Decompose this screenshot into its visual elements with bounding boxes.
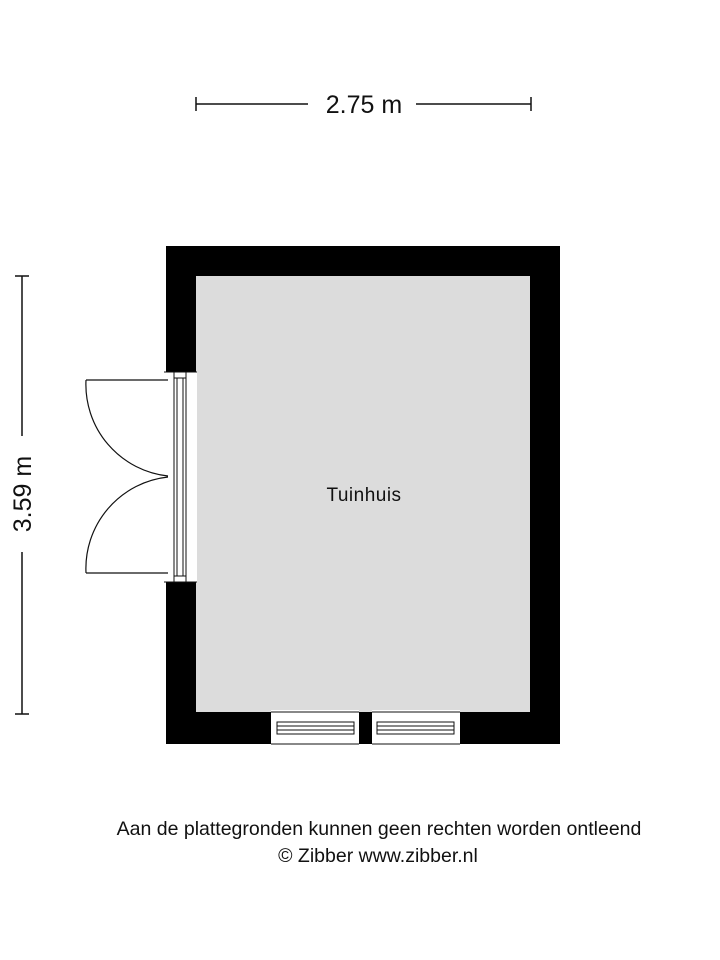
- height-dimension: 3.59 m: [9, 275, 37, 715]
- width-dimension: 2.75 m: [195, 91, 532, 119]
- disclaimer-text: Aan de plattegronden kunnen geen rechten…: [116, 818, 642, 840]
- bottom-windows: [271, 710, 460, 746]
- room-floor: [196, 276, 530, 712]
- room-label: Tuinhuis: [326, 485, 401, 506]
- copyright-text: © Zibber www.zibber.nl: [278, 845, 478, 867]
- double-door: [85, 371, 197, 583]
- width-label: 2.75 m: [326, 91, 402, 119]
- height-label: 3.59 m: [9, 456, 37, 532]
